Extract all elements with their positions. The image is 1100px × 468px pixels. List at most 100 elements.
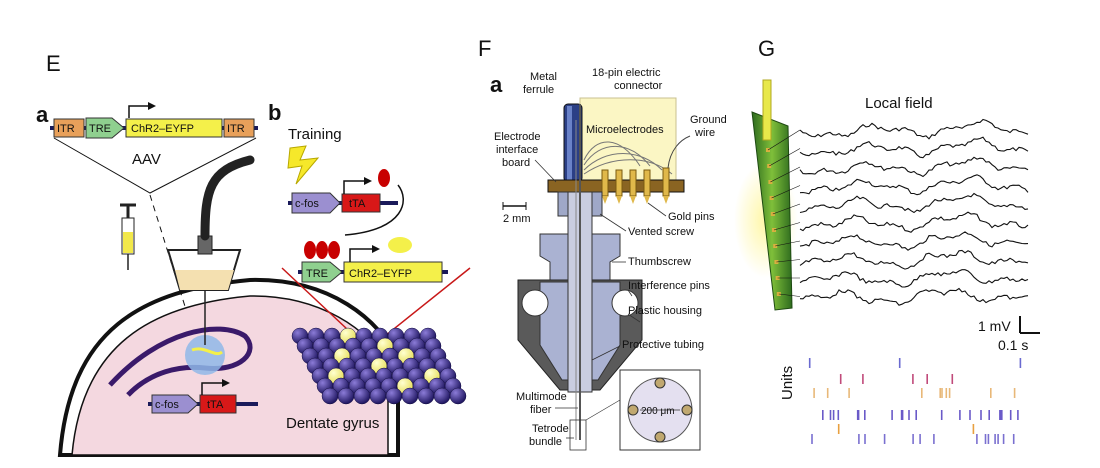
lfp-trace <box>799 174 1029 196</box>
optical-fiber <box>762 79 772 141</box>
site-connector <box>771 185 801 199</box>
ground-label-2: wire <box>694 127 715 139</box>
lfp-traces <box>799 118 1029 306</box>
time-scale-label: 0.1 s <box>998 337 1028 353</box>
tta-label-b: tTA <box>349 198 366 210</box>
neuron <box>337 387 355 405</box>
lfp-trace <box>799 136 1029 159</box>
chr2-protein-icon <box>388 237 412 253</box>
site-connector <box>776 259 801 263</box>
lfp-trace <box>799 231 1029 251</box>
site-connector <box>769 148 801 167</box>
fiber-label-2: fiber <box>530 404 552 416</box>
panel-f: F a <box>478 36 727 451</box>
tta-bound-icons <box>304 241 340 259</box>
plastic-housing-label: Plastic housing <box>628 305 702 317</box>
lfp-trace <box>799 118 1029 140</box>
site-connector <box>775 240 801 247</box>
lfp-trace <box>799 269 1029 288</box>
site-connector <box>773 222 801 231</box>
units-label: Units <box>779 366 796 400</box>
microelectrodes-label: Microelectrodes <box>586 124 664 136</box>
panel-e-letter: E <box>46 51 61 76</box>
neuron <box>401 387 419 405</box>
neuron <box>385 387 403 405</box>
tta-label-e: tTA <box>207 399 224 411</box>
lightning-icon <box>287 145 320 185</box>
interference-pins-label: Interference pins <box>628 280 710 292</box>
aav-label: AAV <box>132 151 161 168</box>
site-connector <box>767 129 801 151</box>
itr-left-label: ITR <box>57 123 75 135</box>
tre-construct-b: TRE ChR2–EYFP <box>298 237 448 283</box>
metal-ferrule-label-2: ferrule <box>523 84 554 96</box>
neuron <box>369 387 387 405</box>
panel-e-b-letter: b <box>268 100 281 125</box>
hippocampus-outline <box>108 326 253 397</box>
connector-label-1: 18-pin electric <box>592 67 661 79</box>
thumbscrew-label: Thumbscrew <box>628 256 691 268</box>
metal-ferrule-label-1: Metal <box>530 71 557 83</box>
ground-label-1: Ground <box>690 114 727 126</box>
local-field-label: Local field <box>865 95 933 112</box>
cfos-construct-b: c-fos tTA <box>288 169 398 214</box>
neuron <box>353 387 371 405</box>
vented-screw-label: Vented screw <box>628 226 694 238</box>
cfos-label-e: c-fos <box>155 399 179 411</box>
lfp-trace <box>799 156 1029 178</box>
neuron <box>321 387 339 405</box>
site-connector <box>770 166 801 183</box>
interface-label-2: interface <box>496 144 538 156</box>
cfos-label-b: c-fos <box>295 198 319 210</box>
lfp-trace <box>799 287 1029 306</box>
lfp-trace <box>799 211 1029 233</box>
panel-f-letter: F <box>478 36 491 61</box>
site-connectors <box>767 129 801 297</box>
neuron <box>417 387 435 405</box>
panel-f-a-letter: a <box>490 72 503 97</box>
site-connector <box>778 293 801 297</box>
dentate-gyrus-neurons <box>291 327 467 405</box>
itr-right-label: ITR <box>227 123 245 135</box>
syringe-icon <box>120 203 136 270</box>
neuron <box>449 387 467 405</box>
panel-e: E a ITR TRE ChR2–EYFP ITR AAV <box>36 51 471 457</box>
target-site <box>185 335 225 375</box>
panel-g: G Local field 1 mV 0.1 s Units <box>734 36 1040 444</box>
interface-label-1: Electrode <box>494 131 540 143</box>
scale-bar-label: 2 mm <box>503 213 531 225</box>
fiber-label-1: Multimode <box>516 391 567 403</box>
spike-rasters <box>808 358 1022 444</box>
tetrode-bundle <box>569 419 587 451</box>
interference-pin-left <box>521 289 549 317</box>
chr2-label-b: ChR2–EYFP <box>349 268 412 280</box>
inset-scale-label: 200 μm <box>641 406 675 417</box>
tre-label-b: TRE <box>306 268 328 280</box>
cfos-construct-e: c-fos tTA <box>148 379 258 414</box>
panel-g-letter: G <box>758 36 775 61</box>
neuron <box>433 387 451 405</box>
lfp-trace <box>799 249 1029 270</box>
tetrode-label-1: Tetrode <box>532 423 569 435</box>
silicon-probe <box>751 111 793 311</box>
gold-pins-label: Gold pins <box>668 211 715 223</box>
site-connector <box>772 203 801 215</box>
aav-construct: ITR TRE ChR2–EYFP ITR <box>50 102 258 139</box>
lfp-trace <box>799 192 1029 214</box>
dentate-gyrus-label: Dentate gyrus <box>286 415 379 432</box>
interference-pin-right <box>611 289 639 317</box>
tetrode-label-2: bundle <box>529 436 562 448</box>
protective-tubing-label: Protective tubing <box>622 339 704 351</box>
training-label: Training <box>288 126 342 143</box>
chr2-label: ChR2–EYFP <box>131 123 194 135</box>
mv-scale-label: 1 mV <box>978 318 1011 334</box>
connector-label-2: connector <box>614 80 663 92</box>
tta-protein-icon <box>378 169 390 187</box>
optic-cable <box>200 155 255 241</box>
interface-label-3: board <box>502 157 530 169</box>
gold-pins <box>601 167 670 204</box>
tre-label: TRE <box>89 123 111 135</box>
aav-triangle <box>53 137 257 194</box>
panel-e-a-letter: a <box>36 102 49 127</box>
